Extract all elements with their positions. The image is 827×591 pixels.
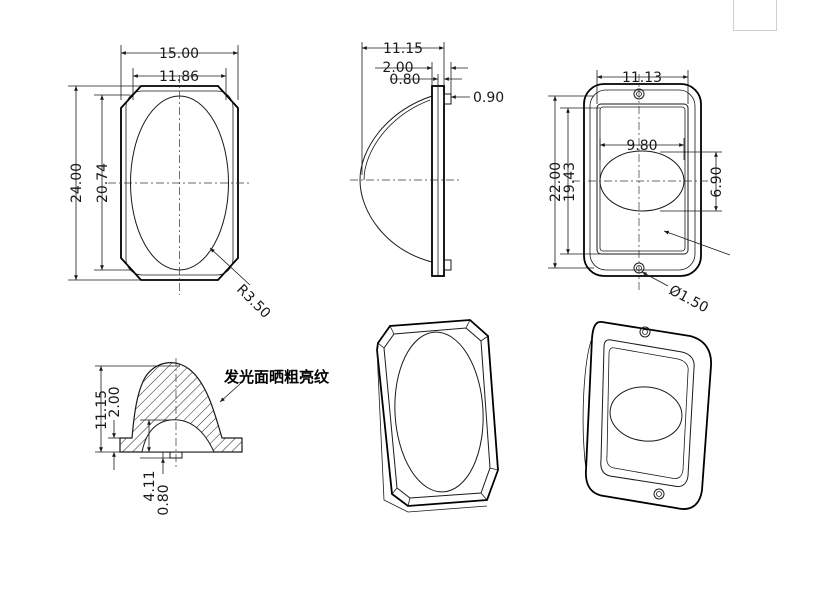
corner-frame (733, 0, 777, 31)
dim-side-flange: 2.00 (382, 60, 413, 76)
surface-finish-note: 发光面晒粗亮纹 (223, 368, 330, 386)
back-view (548, 70, 731, 290)
section-view (95, 358, 243, 474)
dim-front-radius: R3.50 (233, 282, 273, 322)
dim-back-oval-width: 9.80 (626, 138, 657, 154)
dim-side-pin: 0.90 (473, 90, 504, 106)
dim-section-height-total: 11.15 (94, 390, 110, 430)
dim-back-width-inner: 11.13 (622, 70, 662, 86)
isometric-back-view (582, 321, 712, 510)
dim-back-height-inner: 19.43 (562, 162, 578, 202)
dim-side-gap: 0.80 (389, 72, 420, 88)
dim-back-height-outer: 22.00 (548, 162, 564, 202)
side-view (350, 42, 470, 277)
dim-front-width-inner: 11.86 (159, 69, 199, 85)
front-view (68, 45, 251, 295)
dim-section-pin: 0.80 (156, 484, 172, 515)
dim-section-depth: 4.11 (142, 470, 158, 501)
dim-section-height-flange: 2.00 (107, 386, 123, 417)
dim-front-height-inner: 20.74 (95, 163, 111, 203)
isometric-front-view (376, 319, 499, 513)
dim-side-length: 11.15 (383, 41, 423, 57)
dim-back-oval-height: 6.90 (709, 166, 725, 197)
dim-front-width-outer: 15.00 (159, 46, 199, 62)
dim-back-hole: Ø1.50 (666, 282, 711, 316)
dim-front-height-outer: 24.00 (69, 163, 85, 203)
